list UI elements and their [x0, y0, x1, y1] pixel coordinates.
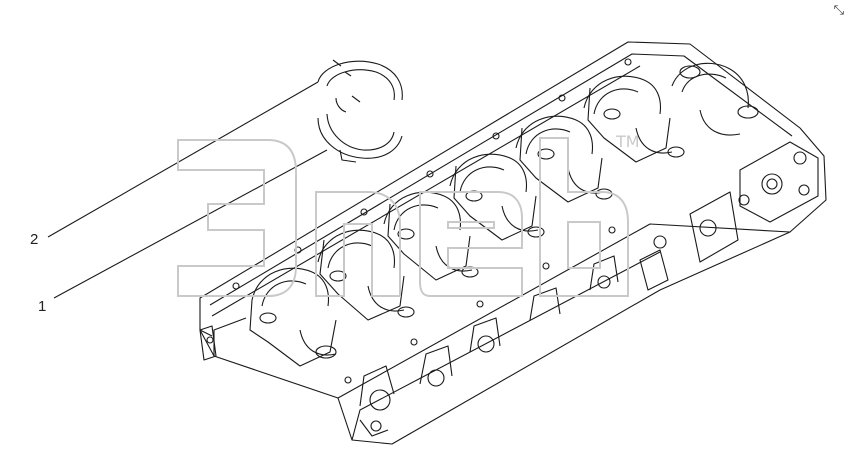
leader-line-2: [47, 81, 319, 238]
callout-label-2: 2: [30, 231, 39, 248]
bearing-saddles: [249, 62, 759, 367]
rear-plate: [199, 325, 217, 361]
front-face-ribs: [359, 255, 619, 437]
watermark-logo: [177, 137, 629, 297]
watermark: TM: [168, 118, 640, 308]
watermark-trademark: TM: [616, 132, 640, 151]
leader-line-1: [53, 149, 328, 299]
thrust-washer-lower: [317, 95, 403, 163]
expand-arrows-icon[interactable]: ⤡: [833, 3, 844, 18]
callout-label-1: 1: [38, 298, 47, 315]
thrust-washer-upper: [317, 59, 403, 101]
deck-bolt-holes: [232, 58, 632, 384]
end-face-details: [639, 141, 819, 291]
